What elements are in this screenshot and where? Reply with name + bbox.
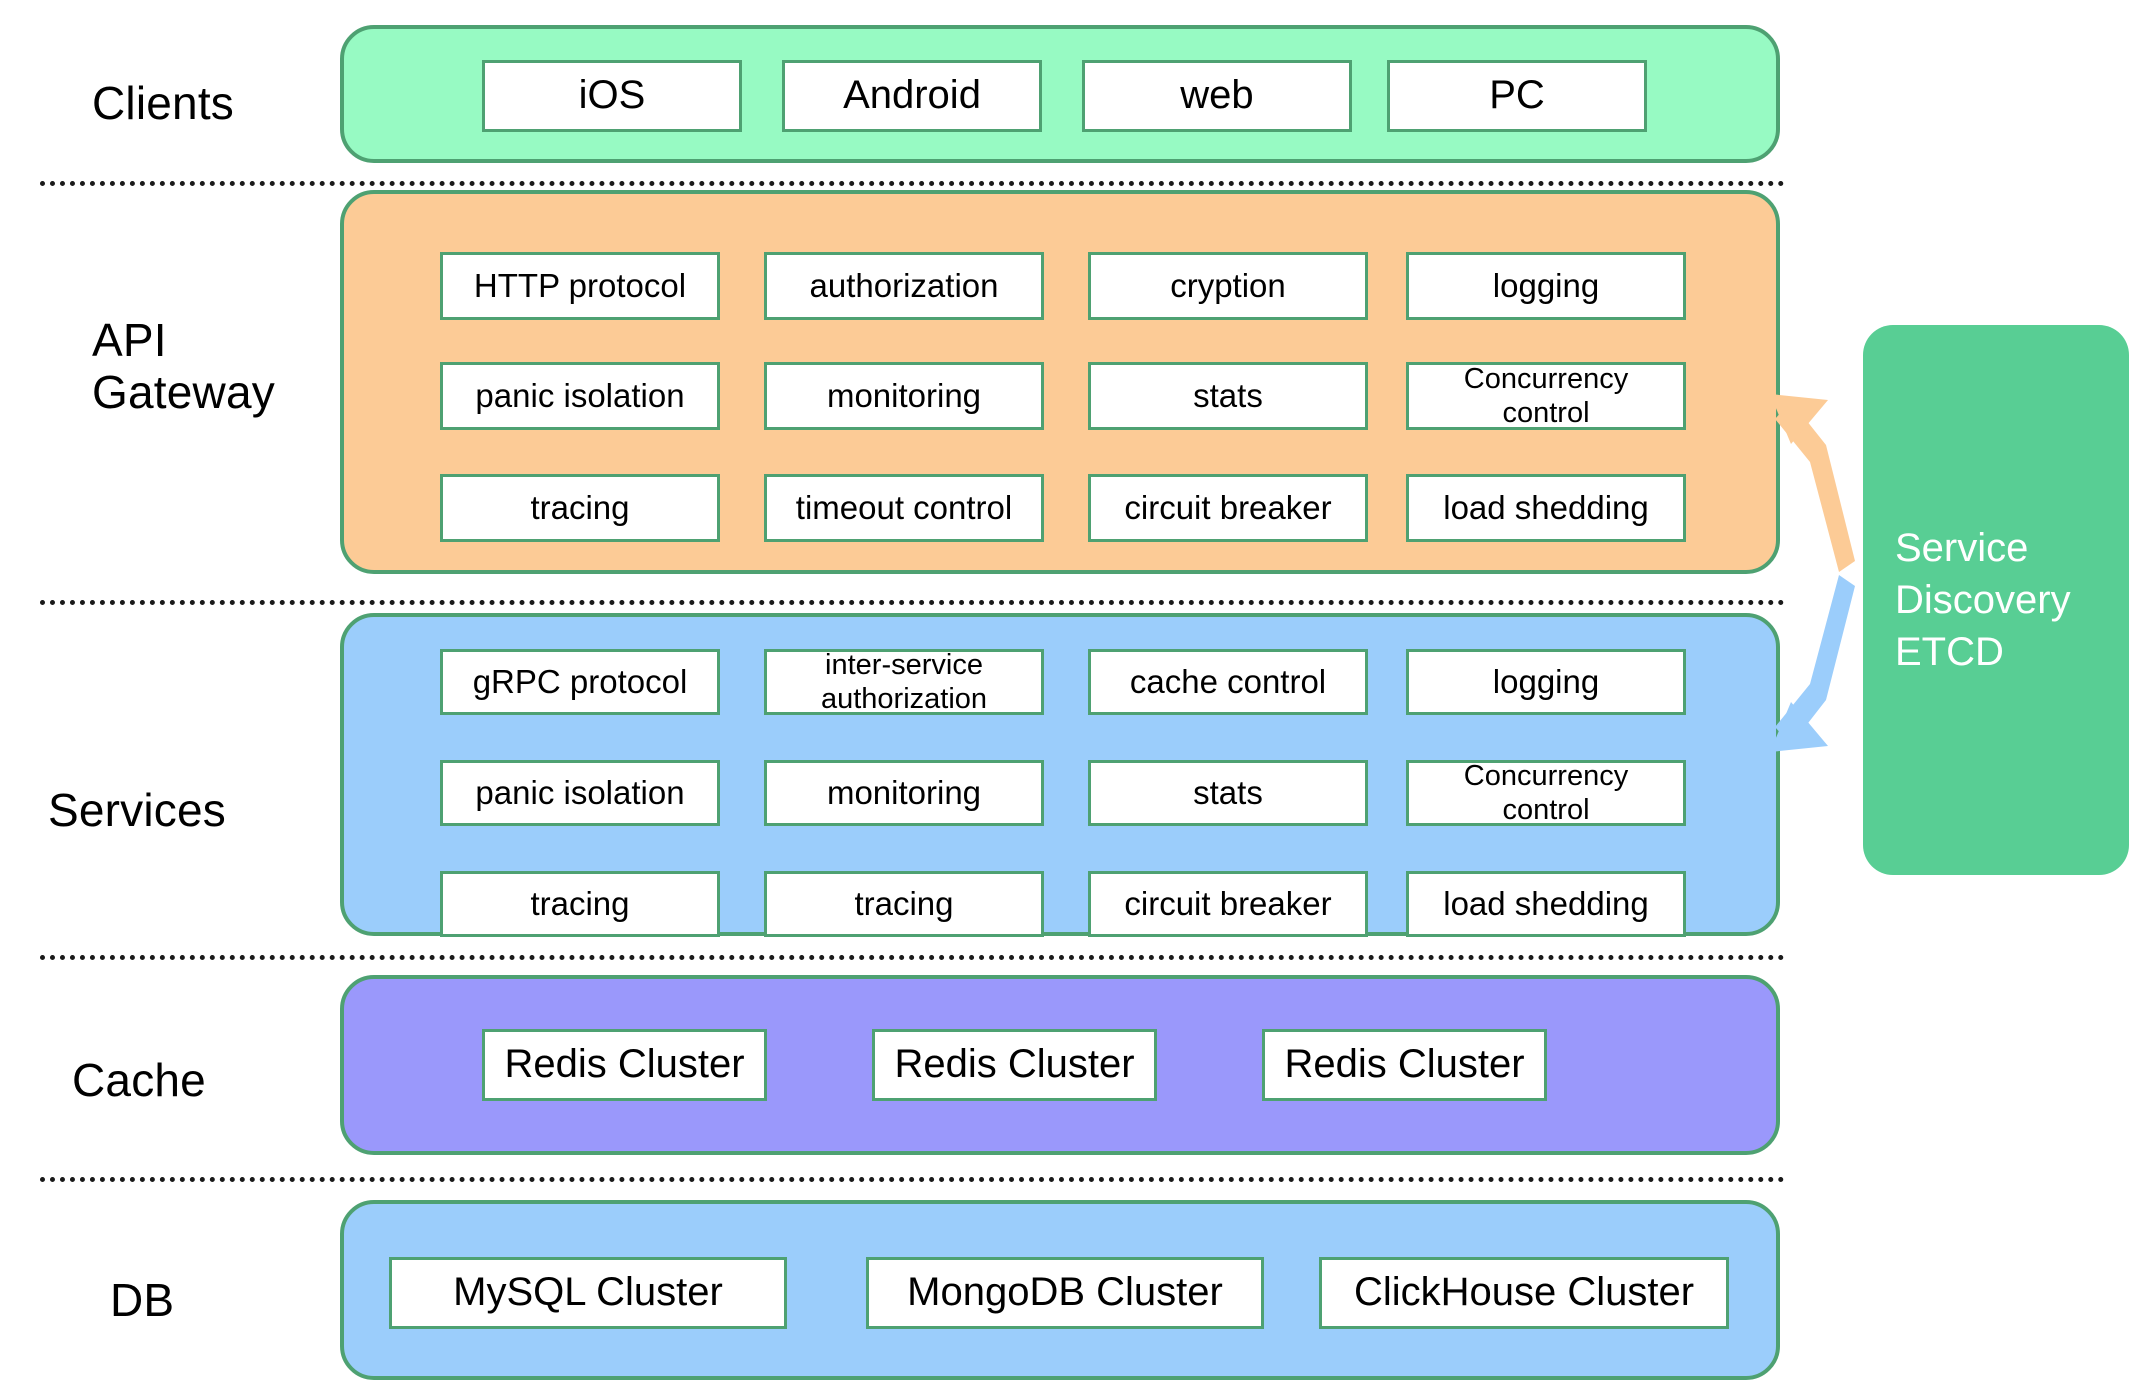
clients-cell-pc[interactable]: PC	[1387, 60, 1647, 132]
arrow-etcd-to-api-gateway	[1770, 394, 1855, 572]
gateway-cell-circuit-breaker[interactable]: circuit breaker	[1088, 474, 1368, 542]
row-label-db: DB	[110, 1274, 175, 1326]
db-cell-mysql-cluster[interactable]: MySQL Cluster	[389, 1257, 787, 1329]
gateway-cell-panic-isolation[interactable]: panic isolation	[440, 362, 720, 430]
db-band: MySQL Cluster MongoDB Cluster ClickHouse…	[340, 1200, 1780, 1380]
gateway-cell-timeout-control[interactable]: timeout control	[764, 474, 1044, 542]
gateway-cell-load-shedding[interactable]: load shedding	[1406, 474, 1686, 542]
cache-cell-redis-cluster-1[interactable]: Redis Cluster	[482, 1029, 767, 1101]
gateway-cell-stats[interactable]: stats	[1088, 362, 1368, 430]
cache-band: Redis Cluster Redis Cluster Redis Cluste…	[340, 975, 1780, 1155]
gateway-cell-concurrency-control[interactable]: Concurrency control	[1406, 362, 1686, 430]
services-cell-logging[interactable]: logging	[1406, 649, 1686, 715]
services-cell-inter-service-authorization[interactable]: inter-service authorization	[764, 649, 1044, 715]
db-cell-clickhouse-cluster[interactable]: ClickHouse Cluster	[1319, 1257, 1729, 1329]
row-label-services: Services	[48, 784, 226, 836]
gateway-cell-tracing[interactable]: tracing	[440, 474, 720, 542]
clients-cell-ios[interactable]: iOS	[482, 60, 742, 132]
services-cell-circuit-breaker[interactable]: circuit breaker	[1088, 871, 1368, 937]
row-label-api-gateway: API Gateway	[92, 314, 275, 418]
services-cell-tracing-1[interactable]: tracing	[440, 871, 720, 937]
clients-band: iOS Android web PC	[340, 25, 1780, 163]
row-label-clients: Clients	[92, 77, 235, 129]
services-band: gRPC protocol inter-service authorizatio…	[340, 613, 1780, 937]
services-cell-load-shedding[interactable]: load shedding	[1406, 871, 1686, 937]
clients-cell-web[interactable]: web	[1082, 60, 1352, 132]
services-cell-grpc-protocol[interactable]: gRPC protocol	[440, 649, 720, 715]
services-cell-stats[interactable]: stats	[1088, 760, 1368, 826]
gateway-cell-cryption[interactable]: cryption	[1088, 252, 1368, 320]
row-label-cache: Cache	[72, 1054, 206, 1106]
db-cell-mongodb-cluster[interactable]: MongoDB Cluster	[866, 1257, 1264, 1329]
separator-cache-db	[40, 1177, 1785, 1182]
separator-clients-gateway	[40, 181, 1785, 186]
services-cell-panic-isolation[interactable]: panic isolation	[440, 760, 720, 826]
separator-services-cache	[40, 955, 1785, 960]
cache-cell-redis-cluster-3[interactable]: Redis Cluster	[1262, 1029, 1547, 1101]
services-cell-concurrency-control[interactable]: Concurrency control	[1406, 760, 1686, 826]
service-discovery-etcd-box[interactable]: Service Discovery ETCD	[1863, 325, 2129, 875]
cache-cell-redis-cluster-2[interactable]: Redis Cluster	[872, 1029, 1157, 1101]
clients-cell-android[interactable]: Android	[782, 60, 1042, 132]
gateway-cell-authorization[interactable]: authorization	[764, 252, 1044, 320]
services-cell-tracing-2[interactable]: tracing	[764, 871, 1044, 937]
separator-gateway-services	[40, 600, 1785, 605]
gateway-cell-logging[interactable]: logging	[1406, 252, 1686, 320]
services-cell-cache-control[interactable]: cache control	[1088, 649, 1368, 715]
services-cell-monitoring[interactable]: monitoring	[764, 760, 1044, 826]
gateway-cell-http-protocol[interactable]: HTTP protocol	[440, 252, 720, 320]
gateway-cell-monitoring[interactable]: monitoring	[764, 362, 1044, 430]
api-gateway-band: HTTP protocol authorization cryption log…	[340, 190, 1780, 574]
